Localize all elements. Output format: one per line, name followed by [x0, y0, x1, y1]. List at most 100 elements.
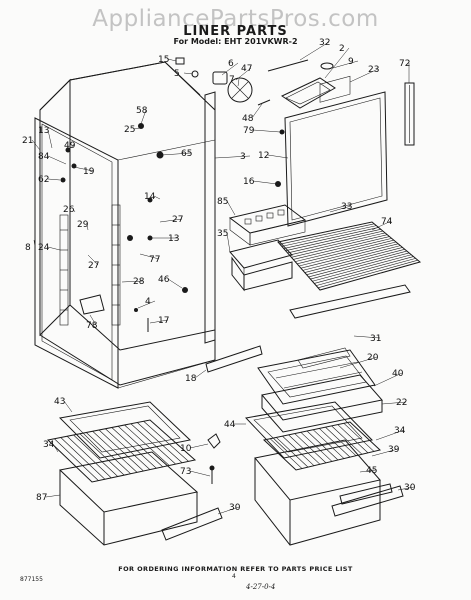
callout-14: 14 — [144, 192, 156, 202]
shelf-wire — [60, 437, 106, 480]
callout-30: 30 — [229, 503, 241, 513]
leader-line — [31, 139, 41, 151]
watermark: AppliancePartsPros.com — [92, 6, 379, 32]
callout-7: 7 — [229, 75, 235, 85]
leader-line — [251, 103, 263, 119]
callout-9: 9 — [348, 57, 354, 67]
shelf-wire — [306, 430, 339, 461]
left-crisper-assembly — [46, 401, 223, 546]
ordering-note: FOR ORDERING INFORMATION REFER TO PARTS … — [118, 565, 353, 573]
callout-35: 35 — [217, 229, 228, 239]
callout-27: 27 — [172, 215, 183, 225]
callout-31: 31 — [370, 334, 381, 344]
shelf-wire — [54, 438, 99, 481]
leader-line — [226, 200, 236, 216]
callout-65: 65 — [181, 149, 192, 159]
leader-line — [73, 166, 94, 172]
leader-line — [67, 144, 75, 151]
callout-58: 58 — [136, 106, 148, 116]
shelf-wire — [343, 423, 375, 452]
shelf-wire — [302, 245, 401, 271]
leader-line — [167, 278, 183, 289]
leader-line — [267, 154, 289, 159]
shelf-wire — [291, 234, 388, 258]
callout-34: 34 — [43, 440, 55, 450]
callout-13: 13 — [38, 126, 49, 136]
callout-28: 28 — [133, 277, 145, 287]
callout-15: 15 — [158, 55, 169, 65]
shelf-wire — [314, 256, 414, 284]
leader-line — [86, 223, 89, 231]
shelf-wire — [287, 230, 383, 254]
glass-shelf-assembly — [205, 345, 383, 433]
leader-line — [371, 220, 392, 231]
callout-20: 20 — [367, 353, 379, 363]
callout-25: 25 — [124, 125, 135, 135]
shelf-wire — [300, 243, 399, 269]
ice-tray-and-bin — [228, 204, 307, 292]
callout-73: 73 — [180, 467, 191, 477]
leader-line — [137, 300, 156, 309]
leader-line — [189, 443, 209, 449]
callout-43: 43 — [54, 397, 65, 407]
shelf-wire — [289, 232, 386, 256]
leader-line — [189, 470, 211, 477]
leader-line — [214, 155, 251, 159]
leader-line — [89, 314, 97, 326]
callout-3: 3 — [240, 152, 246, 162]
shelf-wire — [111, 427, 157, 469]
leader-line — [375, 429, 405, 441]
leader-line — [397, 486, 415, 491]
shelf-wire — [331, 425, 363, 455]
leader-line — [153, 195, 161, 200]
callout-29: 29 — [77, 220, 89, 230]
shelf-wire — [316, 258, 416, 286]
callout-30: 30 — [404, 483, 416, 493]
leader-line — [332, 60, 359, 69]
leader-line — [45, 494, 61, 498]
evaporator-cover-panel — [275, 75, 415, 227]
shelf-wire — [306, 248, 405, 276]
shelf-wire — [308, 250, 407, 278]
shelf-wire — [304, 247, 403, 273]
callout-48: 48 — [242, 114, 254, 124]
leader-line — [47, 246, 61, 251]
callout-8: 8 — [25, 243, 31, 253]
leader-line — [371, 448, 399, 457]
leader-line — [47, 178, 61, 181]
model-line: For Model: EHT 201VKWR-2 — [173, 37, 298, 46]
leader-line — [121, 280, 144, 283]
shelf-wire — [288, 434, 321, 465]
callout-49: 49 — [64, 141, 76, 151]
shelf-wire — [105, 428, 151, 470]
leader-line — [221, 62, 239, 76]
callout-27: 27 — [88, 261, 99, 271]
callout-45: 45 — [366, 466, 377, 476]
shelf-wire — [281, 225, 377, 247]
callout-77: 77 — [149, 255, 160, 265]
freezer-wire-shelf — [277, 221, 422, 291]
leader-line — [237, 78, 240, 87]
shelf-wire — [269, 438, 303, 469]
shelf-wire — [124, 424, 170, 466]
shelf-wire — [300, 432, 333, 462]
leader-line — [373, 372, 403, 387]
callout-84: 84 — [38, 152, 50, 162]
shelf-wire — [312, 254, 412, 282]
shelf-wire — [285, 228, 381, 252]
shelf-wire — [143, 421, 189, 462]
shelf-wire — [279, 223, 375, 245]
leader-line — [52, 443, 59, 453]
callout-39: 39 — [388, 445, 400, 455]
shelf-wire — [295, 238, 392, 262]
leader-line — [324, 47, 350, 79]
page-number: 4 — [232, 573, 236, 580]
leader-line — [167, 58, 177, 62]
leader-line — [217, 506, 240, 515]
leader-line — [226, 232, 231, 253]
cabinet-liner — [34, 61, 216, 389]
callout-2: 2 — [339, 44, 345, 54]
shelf-wire — [294, 433, 327, 464]
callout-72: 72 — [399, 59, 410, 69]
